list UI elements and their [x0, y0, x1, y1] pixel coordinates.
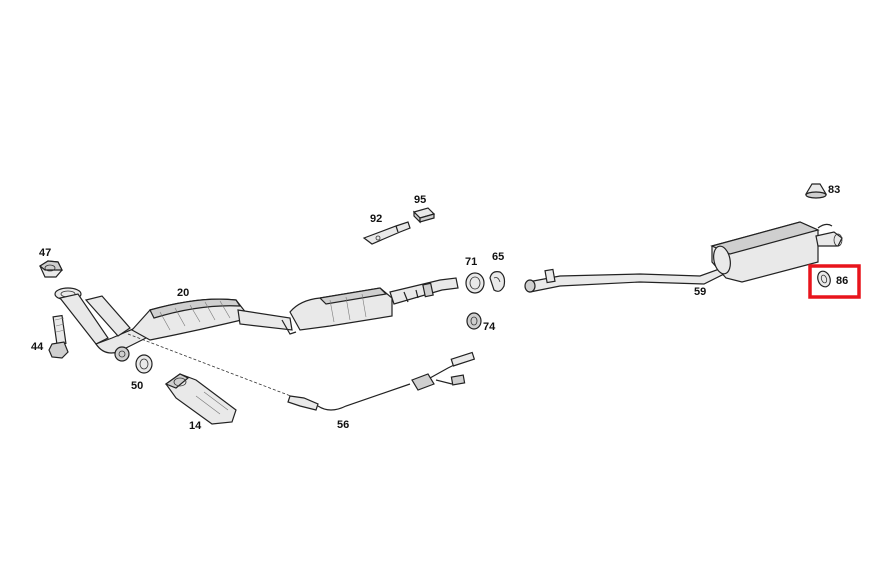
- callout-14: 14: [189, 420, 202, 432]
- callout-71: 71: [465, 256, 477, 268]
- part-47-nut[interactable]: [38, 260, 63, 278]
- callout-86: 86: [836, 275, 848, 287]
- callout-95: 95: [414, 194, 426, 206]
- part-44-bolt[interactable]: [48, 314, 69, 359]
- part-74-rubber-ring[interactable]: [466, 312, 482, 330]
- part-56-oxygen-sensor[interactable]: [127, 333, 476, 411]
- callout-50: 50: [131, 380, 143, 392]
- part-83-bump-stop[interactable]: [804, 183, 828, 199]
- callout-74: 74: [483, 321, 496, 333]
- part-92-bracket[interactable]: [362, 221, 411, 245]
- callout-47: 47: [39, 247, 51, 259]
- rear-muffler[interactable]: [710, 221, 843, 283]
- part-50-gasket[interactable]: [135, 354, 153, 374]
- callout-92: 92: [370, 213, 382, 225]
- highlight-box: [808, 264, 861, 299]
- callout-56: 56: [337, 419, 349, 431]
- callout-65: 65: [492, 251, 504, 263]
- part-14-heat-shield[interactable]: [164, 373, 237, 425]
- part-86-rubber-ring[interactable]: [816, 269, 833, 288]
- callout-83: 83: [828, 184, 840, 196]
- callout-20: 20: [177, 287, 189, 299]
- callout-59: 59: [694, 286, 706, 298]
- center-catalytic-converter[interactable]: [289, 277, 459, 331]
- part-71-clamp[interactable]: [465, 272, 485, 294]
- callout-44: 44: [31, 341, 44, 353]
- front-pipe[interactable]: [54, 287, 152, 362]
- part-95-mount[interactable]: [412, 207, 436, 224]
- part-20-catalytic-converter[interactable]: [131, 298, 297, 341]
- part-65-clamp[interactable]: [489, 271, 506, 292]
